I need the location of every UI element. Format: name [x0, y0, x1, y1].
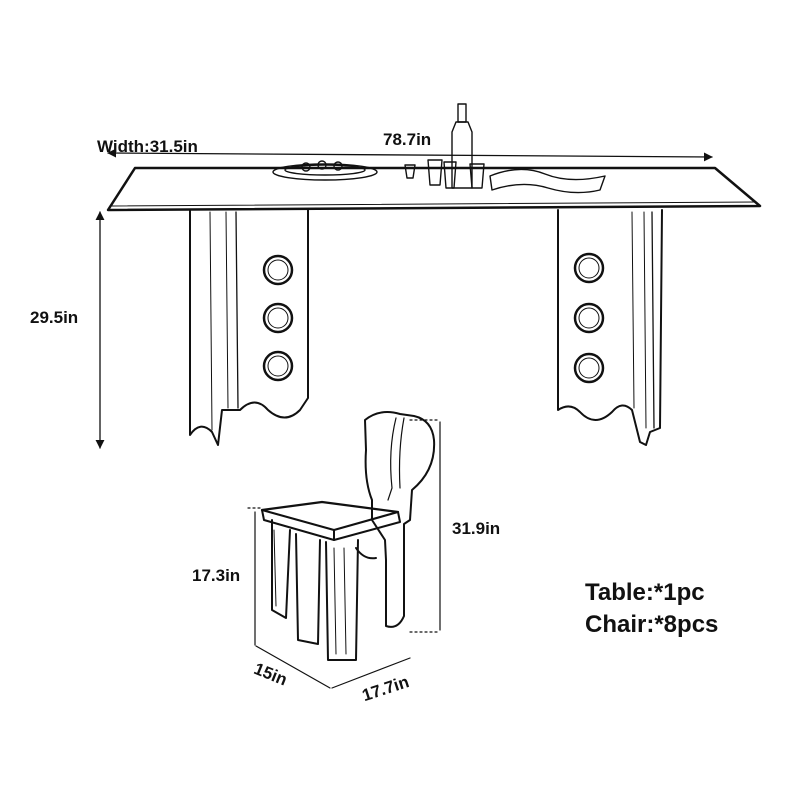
table-height-label: 29.5in	[30, 308, 79, 327]
chair-quantity: Chair:*8pcs	[585, 611, 719, 638]
chair-dimension-lines	[247, 419, 441, 689]
table-width-label: Width:31.5in	[97, 137, 198, 156]
dining-chair	[260, 411, 436, 661]
table-right-leg	[557, 209, 663, 446]
chair-height-label: 31.9in	[452, 519, 501, 538]
tabletop-decor	[272, 103, 606, 194]
width-line	[331, 657, 411, 689]
depth-line	[255, 645, 331, 689]
seat-height-label: 17.3in	[192, 566, 241, 585]
dining-table	[106, 103, 762, 446]
table-dimension-lines	[95, 148, 713, 449]
length-arrow	[107, 148, 713, 162]
table-quantity: Table:*1pc	[585, 579, 705, 606]
table-length-label: 78.7in	[383, 130, 432, 149]
table-left-leg	[189, 209, 309, 446]
